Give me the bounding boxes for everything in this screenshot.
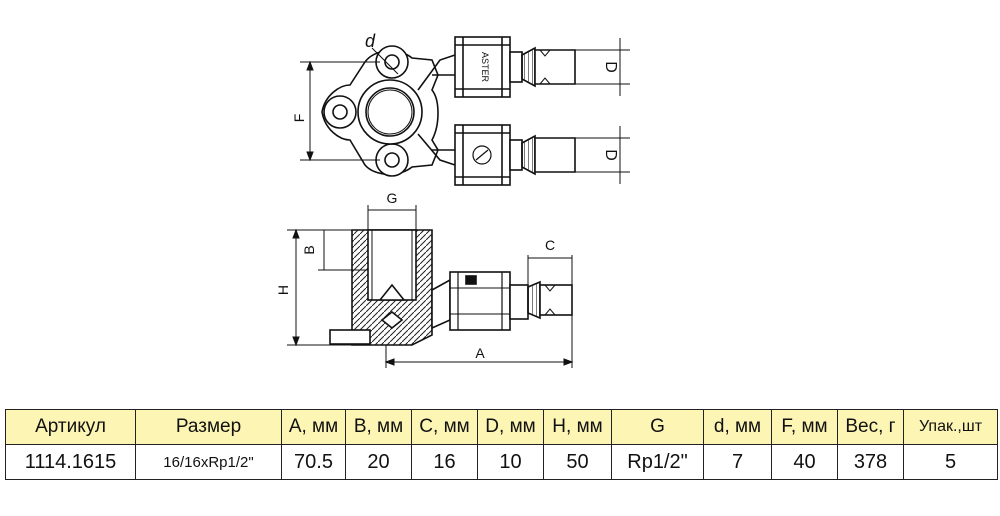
header-f: F, мм xyxy=(771,409,838,445)
dim-label-d-small: d xyxy=(365,31,376,51)
brand-mark-upper: ASTER xyxy=(480,52,490,83)
cell-c: 16 xyxy=(411,444,478,480)
mounting-flange xyxy=(329,329,371,345)
header-h: H, мм xyxy=(543,409,612,445)
dim-label-C: C xyxy=(545,237,555,253)
header-a: A, мм xyxy=(281,409,346,445)
cell-d-small: 7 xyxy=(703,444,772,480)
upper-barb xyxy=(521,46,536,88)
cell-weight: 378 xyxy=(837,444,904,480)
dim-label-H: H xyxy=(275,285,291,295)
side-view xyxy=(329,229,573,346)
dim-label-D-bottom: D xyxy=(602,149,619,161)
header-article: Артикул xyxy=(5,409,136,445)
cell-f: 40 xyxy=(771,444,838,480)
lower-barb xyxy=(521,134,536,176)
cell-d: 10 xyxy=(477,444,544,480)
cell-b: 20 xyxy=(345,444,412,480)
header-weight: Вес, г xyxy=(837,409,904,445)
mounting-ear-top xyxy=(375,45,409,79)
dim-label-F: F xyxy=(291,114,307,123)
header-d-small: d, мм xyxy=(703,409,772,445)
table-row: 1114.1615 16/16xRp1/2" 70.5 20 16 10 50 … xyxy=(5,444,998,480)
spec-table: Артикул Размер A, мм B, мм C, мм D, мм H… xyxy=(5,409,998,480)
side-nut xyxy=(449,271,511,331)
dim-label-A: A xyxy=(475,345,485,361)
upper-nut xyxy=(454,36,511,98)
side-view-dimensions xyxy=(287,205,574,368)
dim-label-D-top: D xyxy=(602,61,619,73)
mounting-ear-bottom xyxy=(375,143,409,177)
cell-g: Rp1/2" xyxy=(611,444,704,480)
header-g: G xyxy=(611,409,704,445)
cell-article: 1114.1615 xyxy=(5,444,136,480)
top-view: ASTER xyxy=(321,36,576,186)
cell-pack: 5 xyxy=(903,444,998,480)
header-d: D, мм xyxy=(477,409,544,445)
cell-h: 50 xyxy=(543,444,612,480)
technical-drawing: ASTER d F D D xyxy=(275,31,630,368)
top-view-dimensions xyxy=(300,38,630,184)
header-size: Размер xyxy=(135,409,282,445)
mounting-ear-left xyxy=(323,95,357,129)
side-barb xyxy=(527,280,541,320)
header-pack: Упак.,шт xyxy=(903,409,998,445)
header-c: C, мм xyxy=(411,409,478,445)
dim-label-B: B xyxy=(301,245,317,254)
cell-a: 70.5 xyxy=(281,444,346,480)
header-b: B, мм xyxy=(345,409,412,445)
cell-size: 16/16xRp1/2" xyxy=(135,444,282,480)
dim-label-G: G xyxy=(387,190,398,206)
central-socket xyxy=(357,79,423,145)
spec-header-row: Артикул Размер A, мм B, мм C, мм D, мм H… xyxy=(5,409,998,445)
